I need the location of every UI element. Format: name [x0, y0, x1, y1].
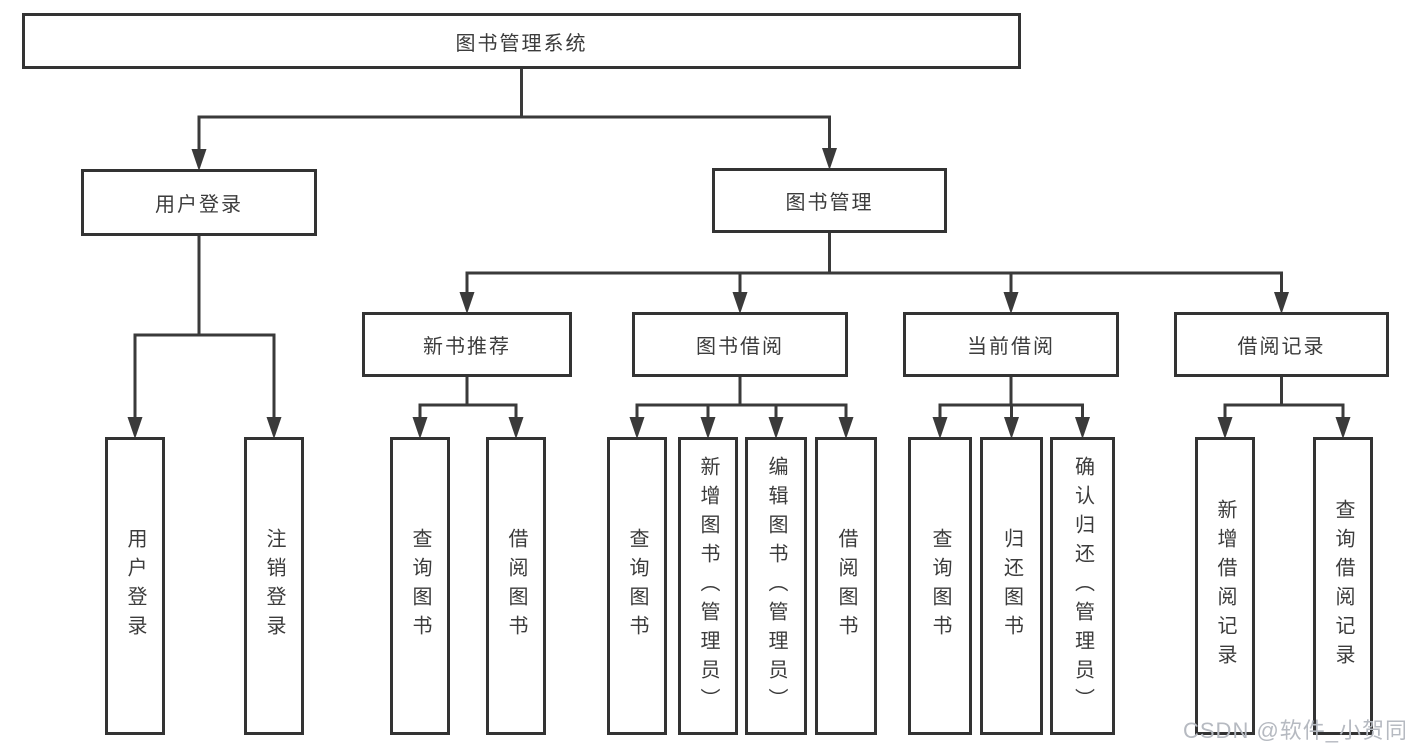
- node-label: 图书管理: [785, 192, 874, 214]
- arrowhead: [1217, 417, 1233, 439]
- node-label: 新书推荐: [423, 336, 511, 358]
- leaf-label: 注销登录: [263, 528, 285, 644]
- node-book-borrowing: 图书借阅: [632, 312, 848, 377]
- leaf-label: 借阅图书: [505, 528, 527, 644]
- leaf-confirm-return-admin: 确认归还（管理员）: [1050, 437, 1115, 735]
- leaf-query-books: 查询图书: [390, 437, 450, 735]
- node-borrow-records: 借阅记录: [1174, 312, 1389, 377]
- leaf-label: 借阅图书: [835, 528, 857, 644]
- node-book-management: 图书管理: [712, 168, 947, 233]
- node-user-login: 用户登录: [81, 169, 317, 236]
- leaf-label: 查询图书: [409, 528, 431, 644]
- arrowhead: [629, 417, 645, 439]
- arrowhead: [412, 417, 428, 439]
- node-label: 用户登录: [155, 194, 243, 216]
- arrowhead: [1003, 292, 1019, 314]
- leaf-label: 编辑图书（管理员）: [765, 455, 787, 717]
- arrowhead: [1075, 417, 1090, 439]
- arrowhead: [1274, 292, 1289, 314]
- leaf-query-borrow-record: 查询借阅记录: [1313, 437, 1373, 735]
- leaf-label: 用户登录: [124, 528, 146, 644]
- leaf-label: 查询图书: [929, 528, 951, 644]
- leaf-query-books: 查询图书: [607, 437, 667, 735]
- leaf-add-book-admin: 新增图书（管理员）: [678, 437, 738, 735]
- leaf-label: 确认归还（管理员）: [1071, 455, 1094, 717]
- arrowhead: [838, 417, 854, 439]
- node-current-borrowing: 当前借阅: [903, 312, 1119, 377]
- leaf-edit-book-admin: 编辑图书（管理员）: [745, 437, 807, 735]
- arrowhead: [191, 149, 207, 171]
- arrowhead: [822, 148, 837, 170]
- arrowhead: [700, 417, 716, 439]
- leaf-borrow-books: 借阅图书: [486, 437, 546, 735]
- arrowhead: [932, 417, 948, 439]
- leaf-add-borrow-record: 新增借阅记录: [1195, 437, 1255, 735]
- arrowhead: [266, 417, 282, 439]
- arrowhead: [459, 292, 475, 314]
- csdn-watermark: CSDN @软件_小贺同学: [1183, 718, 1405, 743]
- arrowhead: [1004, 417, 1019, 439]
- leaf-borrow-books: 借阅图书: [815, 437, 877, 735]
- leaf-label: 新增借阅记录: [1214, 499, 1236, 673]
- arrowhead: [127, 417, 143, 439]
- arrowhead: [1335, 417, 1351, 439]
- arrowhead: [508, 417, 524, 439]
- leaf-logout: 注销登录: [244, 437, 304, 735]
- node-label: 图书借阅: [696, 336, 784, 358]
- node-label: 借阅记录: [1237, 336, 1326, 358]
- leaf-label: 归还图书: [1000, 528, 1023, 644]
- node-label: 图书管理系统: [455, 32, 588, 55]
- leaf-label: 查询图书: [626, 528, 648, 644]
- arrowhead: [732, 292, 748, 314]
- leaf-label: 新增图书（管理员）: [697, 455, 719, 717]
- leaf-return-book: 归还图书: [980, 437, 1043, 735]
- node-new-book-recommend: 新书推荐: [362, 312, 572, 377]
- leaf-label: 查询借阅记录: [1332, 499, 1354, 673]
- node-label: 当前借阅: [967, 336, 1055, 358]
- node-library-system: 图书管理系统: [22, 13, 1021, 69]
- arrowhead: [768, 417, 784, 439]
- leaf-query-books: 查询图书: [908, 437, 972, 735]
- leaf-user-login: 用户登录: [105, 437, 165, 735]
